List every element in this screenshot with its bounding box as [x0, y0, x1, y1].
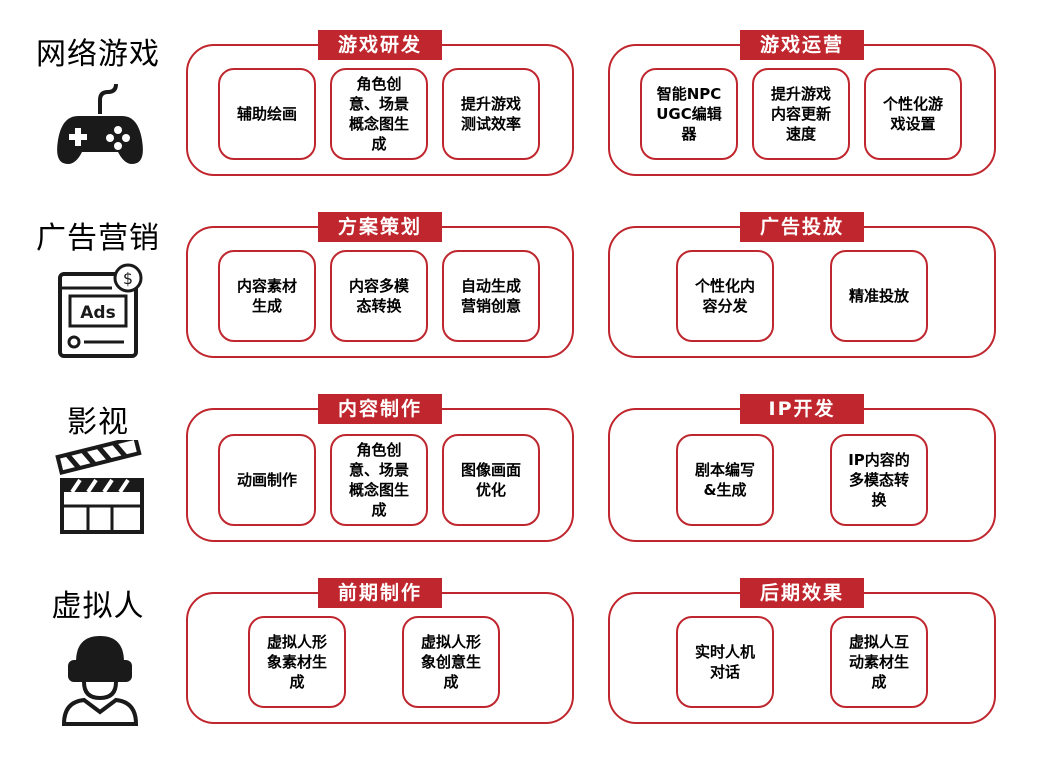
tile-ip-multimodal: IP内容的多模态转换 — [830, 434, 928, 526]
tile-text: 剧本编写&生成 — [694, 461, 755, 499]
clapperboard-icon — [55, 440, 144, 534]
tile-text: 内容素材生成 — [236, 277, 297, 315]
panel-game-ops: 游戏运营 智能NPC UGC编辑器 提升游戏内容更新速度 个性化游戏设置 — [608, 30, 996, 176]
tile-text: 个性化内容分发 — [694, 277, 755, 315]
tile-character-concept: 角色创意、场景概念图生成 — [330, 68, 428, 160]
row-title-advertising: 广告营销 — [36, 221, 160, 256]
gamepad-icon — [57, 83, 143, 164]
ads-icon: Ads $ — [58, 263, 143, 358]
tile-avatar-materials: 虚拟人形象素材生成 — [248, 616, 346, 708]
tile-text: 自动生成营销创意 — [460, 277, 521, 315]
tile-text: 角色创意、场景概念图生成 — [348, 75, 409, 153]
tile-text: 提升游戏内容更新速度 — [770, 85, 831, 143]
vr-person-icon — [61, 636, 139, 726]
tile-text: 动画制作 — [236, 471, 297, 489]
tile-text: 智能NPC UGC编辑器 — [656, 85, 722, 143]
panel-label-game-dev: 游戏研发 — [318, 30, 442, 60]
svg-text:Ads: Ads — [80, 303, 115, 323]
svg-text:$: $ — [123, 269, 133, 288]
tile-personalized-distribution: 个性化内容分发 — [676, 250, 774, 342]
tile-text: 实时人机对话 — [694, 643, 755, 681]
tile-text: 角色创意、场景概念图生成 — [348, 441, 409, 519]
tile-animation: 动画制作 — [218, 434, 316, 526]
panel-content-production: 内容制作 动画制作 角色创意、场景概念图生成 图像画面优化 — [186, 394, 574, 542]
tile-text: 虚拟人形象创意生成 — [420, 633, 481, 691]
panel-game-dev: 游戏研发 辅助绘画 角色创意、场景概念图生成 提升游戏测试效率 — [186, 30, 574, 176]
tile-interactive-materials: 虚拟人互动素材生成 — [830, 616, 928, 708]
tile-text: 虚拟人形象素材生成 — [266, 633, 327, 691]
tile-text: 个性化游戏设置 — [882, 95, 943, 133]
tile-content-update: 提升游戏内容更新速度 — [752, 68, 850, 160]
tile-multimodal-conversion: 内容多模态转换 — [330, 250, 428, 342]
row-title-film-tv: 影视 — [67, 405, 129, 440]
tile-text: 虚拟人互动素材生成 — [848, 633, 909, 691]
tile-precise-delivery: 精准投放 — [830, 250, 928, 342]
tile-realtime-dialogue: 实时人机对话 — [676, 616, 774, 708]
tile-assisted-drawing: 辅助绘画 — [218, 68, 316, 160]
tile-character-concept-film: 角色创意、场景概念图生成 — [330, 434, 428, 526]
tile-text: 图像画面优化 — [460, 461, 521, 499]
tile-script-writing: 剧本编写&生成 — [676, 434, 774, 526]
panel-label-ip-development: IP开发 — [740, 394, 864, 424]
panel-label-campaign-planning: 方案策划 — [318, 212, 442, 242]
row-title-online-games: 网络游戏 — [36, 37, 160, 72]
panel-post-effects: 后期效果 实时人机对话 虚拟人互动素材生成 — [608, 578, 996, 724]
panel-label-post-effects: 后期效果 — [740, 578, 864, 608]
tile-text: 辅助绘画 — [236, 105, 297, 123]
tile-smart-npc: 智能NPC UGC编辑器 — [640, 68, 738, 160]
row-title-virtual-human: 虚拟人 — [51, 589, 145, 624]
tile-image-optimization: 图像画面优化 — [442, 434, 540, 526]
panel-ad-delivery: 广告投放 个性化内容分发 精准投放 — [608, 212, 996, 358]
tile-content-materials: 内容素材生成 — [218, 250, 316, 342]
tile-text: 内容多模态转换 — [348, 277, 409, 315]
tile-marketing-creative: 自动生成营销创意 — [442, 250, 540, 342]
panel-label-ad-delivery: 广告投放 — [740, 212, 864, 242]
tile-text: 提升游戏测试效率 — [460, 95, 521, 133]
panel-label-pre-production: 前期制作 — [318, 578, 442, 608]
panel-pre-production: 前期制作 虚拟人形象素材生成 虚拟人形象创意生成 — [186, 578, 574, 724]
tile-personalized-settings: 个性化游戏设置 — [864, 68, 962, 160]
tile-text: 精准投放 — [848, 287, 909, 305]
panel-campaign-planning: 方案策划 内容素材生成 内容多模态转换 自动生成营销创意 — [186, 212, 574, 358]
tile-text: IP内容的多模态转换 — [848, 451, 910, 509]
tile-avatar-creative: 虚拟人形象创意生成 — [402, 616, 500, 708]
panel-label-game-ops: 游戏运营 — [740, 30, 864, 60]
panel-label-content-production: 内容制作 — [318, 394, 442, 424]
panel-ip-development: IP开发 剧本编写&生成 IP内容的多模态转换 — [608, 394, 996, 542]
tile-testing-efficiency: 提升游戏测试效率 — [442, 68, 540, 160]
